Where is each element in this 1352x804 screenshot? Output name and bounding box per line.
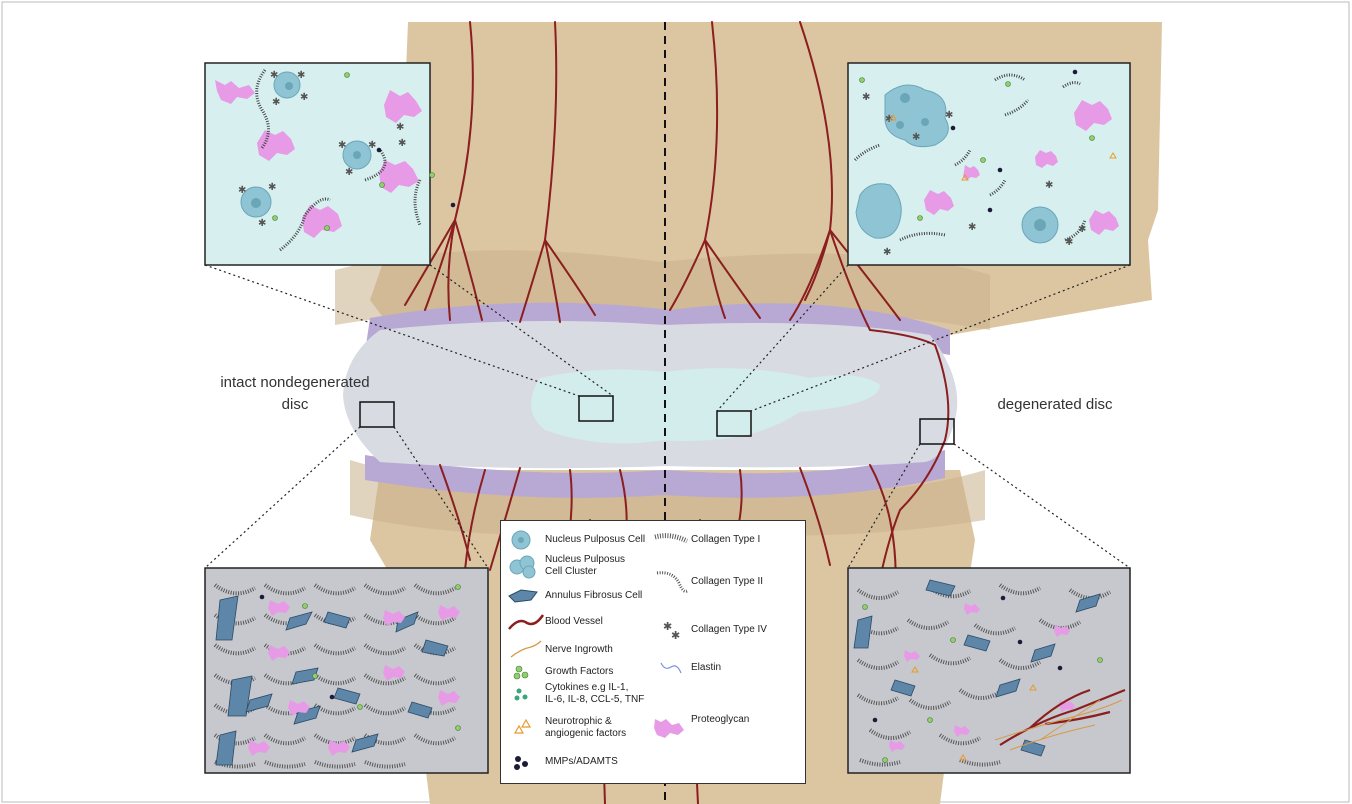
svg-text:✱: ✱ [297, 70, 305, 81]
intact-disc-label: intact nondegenerated disc [195, 372, 395, 416]
np-cluster-icon [505, 553, 545, 579]
svg-text:✱: ✱ [238, 185, 246, 196]
svg-text:✱: ✱ [338, 140, 346, 151]
legend-label: Nucleus Pulposus Cell Cluster [545, 554, 625, 578]
legend-label: Collagen Type I [691, 534, 760, 546]
svg-text:✱: ✱ [1065, 237, 1073, 248]
legend: Nucleus Pulposus Cell Nucleus Pulposus C… [500, 520, 806, 784]
svg-text:✱: ✱ [300, 92, 308, 103]
legend-item-proteoglycan: Proteoglycan [651, 697, 749, 743]
legend-label: Collagen Type II [691, 576, 763, 588]
legend-item-collagen-2: Collagen Type II [651, 569, 763, 595]
collagen-4-icon: ✱✱ [651, 617, 691, 643]
svg-text:✱: ✱ [1045, 180, 1053, 191]
svg-text:✱: ✱ [1078, 224, 1086, 235]
svg-text:✱: ✱ [268, 182, 276, 193]
legend-label: Cytokines e.g IL-1, IL-6, IL-8, CCL-5, T… [545, 682, 644, 706]
np-cell-icon [505, 527, 545, 553]
collagen-1-icon [651, 527, 691, 553]
svg-text:✱: ✱ [945, 110, 953, 121]
legend-label: Neurotrophic & angiogenic factors [545, 716, 626, 740]
svg-text:✱: ✱ [396, 122, 404, 133]
legend-label: Nucleus Pulposus Cell [545, 534, 645, 546]
svg-text:✱: ✱ [912, 132, 920, 143]
inset-degenerated-annulus [848, 568, 1130, 773]
svg-text:✱: ✱ [883, 247, 891, 258]
legend-label: Elastin [691, 662, 721, 674]
svg-text:✱: ✱ [270, 70, 278, 81]
legend-item-collagen-1: Collagen Type I [651, 527, 760, 553]
legend-item-mmp: MMPs/ADAMTS [505, 749, 618, 775]
blood-vessel-icon [505, 609, 545, 635]
inset-healthy-annulus [205, 568, 488, 773]
cytokine-icon [505, 681, 545, 707]
collagen-2-icon [651, 569, 691, 595]
svg-text:✱: ✱ [671, 629, 680, 642]
svg-text:✱: ✱ [345, 167, 353, 178]
legend-item-blood-vessel: Blood Vessel [505, 609, 603, 635]
inset-degenerated-nucleus: ✱✱✱✱ ✱✱✱✱✱ [848, 63, 1130, 265]
svg-text:✱: ✱ [258, 218, 266, 229]
legend-label: Blood Vessel [545, 616, 603, 628]
inset-healthy-nucleus: ✱ ✱ ✱ ✱ ✱ ✱ ✱ ✱ ✱ ✱ ✱ ✱ [205, 63, 455, 265]
legend-item-np-cell: Nucleus Pulposus Cell [505, 527, 645, 553]
legend-item-np-cluster: Nucleus Pulposus Cell Cluster [505, 553, 625, 579]
degenerated-disc-label: degenerated disc [980, 394, 1130, 416]
legend-label: MMPs/ADAMTS [545, 756, 618, 768]
svg-text:✱: ✱ [862, 92, 870, 103]
svg-text:✱: ✱ [368, 140, 376, 151]
neurotrophic-icon [505, 715, 545, 741]
elastin-icon [651, 655, 691, 681]
legend-item-neurotrophic: Neurotrophic & angiogenic factors [505, 715, 626, 741]
mmp-icon [505, 749, 545, 775]
af-cell-icon [505, 583, 545, 609]
legend-label: Growth Factors [545, 666, 613, 678]
legend-item-cytokines: Cytokines e.g IL-1, IL-6, IL-8, CCL-5, T… [505, 681, 644, 707]
legend-label: Collagen Type IV [691, 624, 767, 636]
np-cell-cluster [856, 184, 901, 238]
legend-item-elastin: Elastin [651, 655, 721, 681]
legend-item-af-cell: Annulus Fibrosus Cell [505, 583, 642, 609]
svg-text:✱: ✱ [968, 222, 976, 233]
proteoglycan-icon [651, 697, 691, 743]
legend-item-collagen-4: ✱✱ Collagen Type IV [651, 617, 767, 643]
svg-text:✱: ✱ [272, 97, 280, 108]
legend-label: Annulus Fibrosus Cell [545, 590, 642, 602]
legend-label: Nerve Ingrowth [545, 644, 613, 656]
svg-text:✱: ✱ [398, 138, 406, 149]
legend-label: Proteoglycan [691, 714, 749, 726]
